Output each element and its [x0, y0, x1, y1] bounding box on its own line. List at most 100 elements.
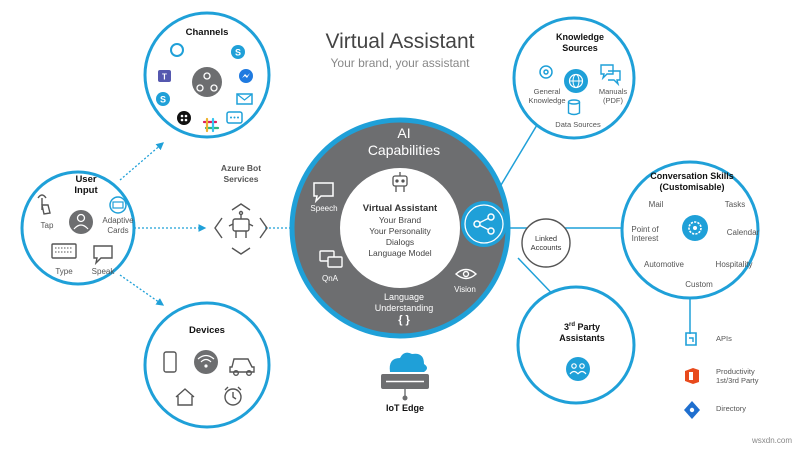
svg-text:S: S	[235, 48, 241, 58]
devices-circle	[143, 301, 271, 429]
general-knowledge-line2: Knowledge	[528, 96, 566, 105]
inner-title: Virtual Assistant	[362, 203, 438, 214]
email-icon	[236, 93, 253, 105]
skill-mail: Mail	[648, 200, 664, 209]
vision-icon	[454, 268, 478, 280]
manuals-line1: Manuals	[598, 87, 628, 96]
third-party-title-line2: Assistants	[559, 333, 605, 343]
apis-label: APIs	[716, 334, 732, 343]
speech-label: Speech	[310, 204, 338, 213]
lu-braces: { }	[398, 314, 410, 326]
keyboard-icon	[51, 243, 77, 259]
inner-line-dialogs: Dialogs	[385, 237, 415, 247]
conversation-skills-circle	[620, 160, 760, 300]
page-subtitle: Your brand, your assistant	[330, 56, 470, 70]
skills-gear-icon	[682, 215, 708, 241]
adaptive-label-line1: Adaptive	[102, 216, 134, 225]
page-title: Virtual Assistant	[325, 30, 475, 53]
directory-label: Directory	[716, 404, 747, 413]
azure-bot-icon	[214, 203, 268, 255]
svg-text:S: S	[160, 95, 166, 105]
lu-label-line1: Language	[383, 292, 425, 302]
speech-icon	[313, 182, 334, 204]
iot-edge-icon	[381, 352, 429, 401]
manuals-line2: (PDF)	[603, 96, 623, 105]
third-party-title-line1: 3rd Party	[563, 322, 601, 332]
skill-calendar: Calendar	[726, 228, 760, 237]
azure-ad-icon	[684, 401, 700, 419]
knowledge-title-line2: Sources	[562, 43, 598, 53]
linked-accounts-line1: Linked	[534, 234, 558, 243]
data-sources-icon	[567, 99, 581, 116]
skill-tasks: Tasks	[724, 200, 746, 209]
knowledge-sources-circle	[512, 16, 636, 140]
channels-title: Channels	[185, 27, 229, 38]
user-input-title-line1: User	[75, 174, 97, 185]
watermark: wsxdn.com	[752, 436, 793, 445]
lu-label-line2: Understanding	[374, 303, 434, 313]
sms-icon	[226, 111, 243, 124]
office-icon	[685, 368, 699, 384]
third-party-assistants-icon	[566, 357, 590, 381]
skype-business-icon: S	[156, 92, 170, 106]
inner-line-language-model: Language Model	[368, 248, 432, 258]
ai-title-line2: Capabilities	[367, 142, 441, 158]
productivity-line1: Productivity	[716, 367, 755, 376]
inner-line-personality: Your Personality	[369, 226, 431, 236]
productivity-line2: 1st/3rd Party	[716, 376, 759, 385]
adaptive-cards-icon	[109, 196, 127, 214]
linked-accounts-line2: Accounts	[530, 243, 562, 252]
car-icon	[229, 358, 255, 377]
general-knowledge-line1: General	[533, 87, 561, 96]
inner-line-brand: Your Brand	[378, 215, 422, 225]
apis-icon	[685, 332, 697, 346]
channels-circle: S T S	[143, 11, 271, 139]
skills-title-line1: Conversation Skills	[650, 171, 734, 181]
devices-title: Devices	[189, 325, 225, 336]
manuals-icon	[600, 64, 621, 87]
speak-label: Speak	[91, 267, 115, 276]
qna-label: QnA	[321, 274, 339, 283]
slack-icon	[202, 117, 220, 133]
general-knowledge-icon	[539, 65, 553, 79]
adaptive-label-line2: Cards	[107, 226, 129, 235]
home-icon	[175, 388, 195, 406]
skill-poi-line1: Point of	[631, 225, 659, 234]
type-label: Type	[55, 267, 73, 276]
skill-automotive: Automotive	[643, 260, 685, 269]
tap-icon	[37, 194, 51, 215]
iot-edge-title: IoT Edge	[386, 403, 424, 413]
arrow-to-channels	[119, 142, 164, 181]
wifi-device-icon	[194, 350, 218, 374]
alarm-clock-icon	[224, 386, 242, 406]
share-hub-icon	[461, 201, 507, 247]
svg-text:T: T	[162, 73, 167, 82]
bot-hub-icon	[192, 67, 222, 97]
messenger-icon	[239, 69, 253, 83]
azure-label-line2: Services	[223, 174, 259, 184]
vision-label: Vision	[454, 285, 476, 294]
knowledge-title-line1: Knowledge	[555, 32, 605, 42]
skills-title-line2: (Customisable)	[659, 182, 725, 192]
teams-icon: T	[158, 70, 171, 82]
skill-hospitality: Hospitality	[715, 260, 753, 269]
twilio-icon	[177, 111, 191, 125]
skill-poi-line2: Interest	[631, 234, 659, 243]
user-input-title-line2: Input	[74, 185, 98, 196]
speak-icon	[93, 245, 113, 266]
arrow-to-devices	[119, 274, 165, 306]
skype-icon: S	[231, 45, 245, 59]
skill-custom: Custom	[685, 280, 713, 289]
dashed-arrows	[119, 142, 300, 306]
tap-label: Tap	[40, 221, 54, 230]
phone-icon	[163, 351, 177, 373]
knowledge-hub-icon	[564, 69, 588, 93]
linked-accounts-circle	[521, 218, 571, 268]
azure-label-line1: Azure Bot	[220, 163, 262, 173]
user-input-circle	[20, 170, 136, 286]
cortana-icon	[170, 43, 184, 57]
assistant-bot-icon	[392, 172, 408, 192]
ai-capabilities-circle	[289, 117, 511, 339]
